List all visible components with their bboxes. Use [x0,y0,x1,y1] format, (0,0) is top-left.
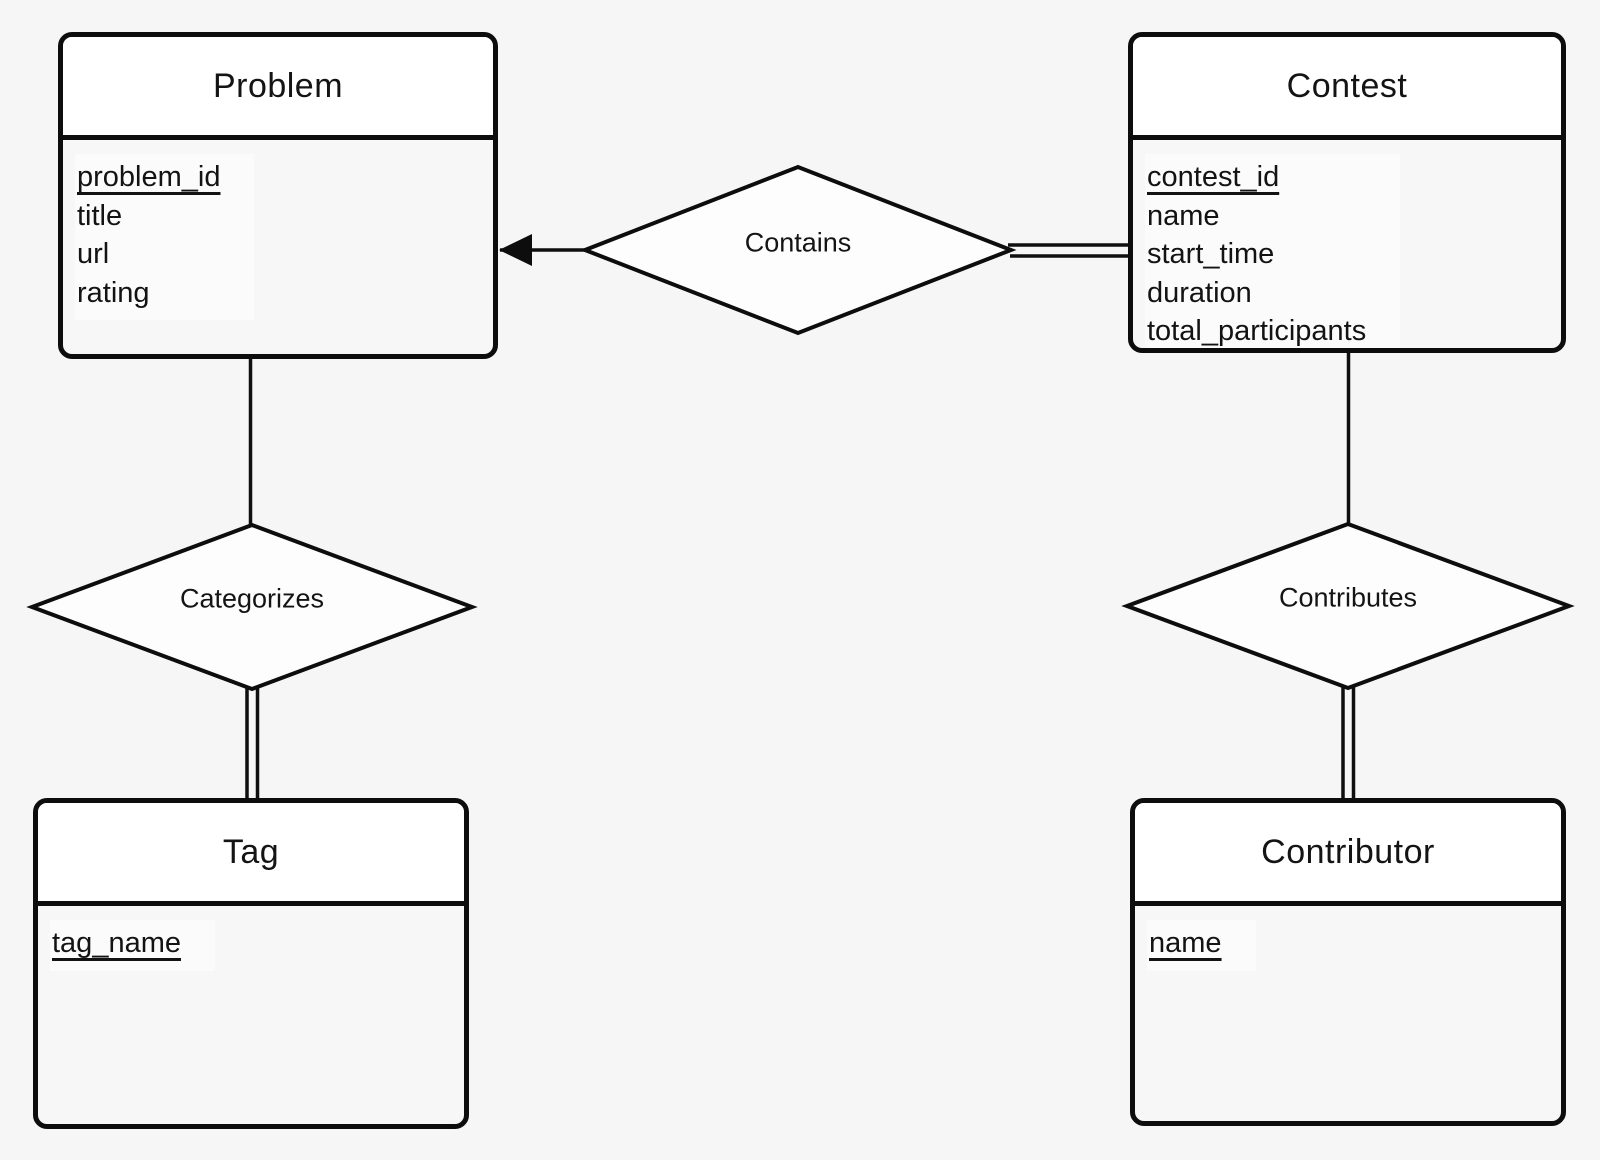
entity-tag-title: Tag [222,833,280,871]
entity-contributor-title: Contributor [1261,833,1435,871]
contributes-diamond [1121,521,1575,691]
attribute-contest-id: contest_id [1147,161,1280,193]
entity-problem: Problem problem_id title url rating [58,32,498,359]
entity-contest-title: Contest [1286,67,1408,105]
entity-tag-header: Tag [38,803,464,906]
entity-contest: Contest contest_id name start_time durat… [1128,32,1566,353]
attribute-tag-name: tag_name [52,927,181,959]
attribute-contributor-name: name [1149,927,1222,959]
entity-contest-header: Contest [1133,37,1561,140]
entity-problem-attributes: problem_id title url rating [75,154,255,320]
entity-problem-header: Problem [63,37,493,140]
attribute-total-participants: total_participants [1147,315,1367,347]
entity-contributor: Contributor name [1130,798,1566,1126]
attribute-title: title [77,199,123,232]
attribute-start-time: start_time [1147,238,1275,270]
relationship-label-contributes: Contributes [1278,582,1418,613]
contains-problem-arrowhead-icon [499,234,532,266]
attribute-name: name [1147,199,1220,232]
categorizes-diamond [26,522,478,692]
entity-tag: Tag tag_name [33,798,469,1129]
entity-contest-attributes: contest_id name start_time duration tota… [1145,154,1401,348]
entity-contributor-header: Contributor [1135,803,1561,906]
entity-contributor-attributes: name [1147,920,1256,971]
attribute-rating: rating [77,276,150,309]
attribute-duration: duration [1147,276,1252,309]
relationship-label-categorizes: Categorizes [179,583,325,614]
attribute-url: url [77,238,110,270]
attribute-problem-id: problem_id [77,161,221,193]
entity-problem-title: Problem [212,67,344,105]
entity-tag-attributes: tag_name [50,920,215,971]
contains-diamond [579,164,1017,336]
relationship-label-contains: Contains [744,227,852,258]
